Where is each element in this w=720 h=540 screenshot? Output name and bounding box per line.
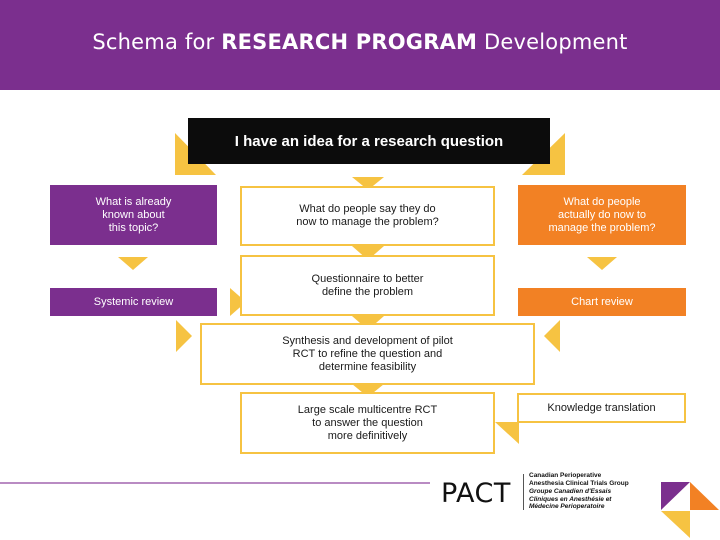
arrow-right-systemic-to-questionnaire [230,288,246,316]
title-suffix: Development [477,30,628,54]
logo-french-line3: Médecine Perioperatoire [529,503,605,510]
synthesis-box: Synthesis and development of pilot RCT t… [200,323,535,385]
arrow-down-to-questionnaire [352,246,384,260]
logo-purple-triangle [661,482,690,510]
large-scale-rct-box: Large scale multicentre RCT to answer th… [240,392,495,454]
logo-french-line1: Groupe Canadien d'Essais [529,488,612,495]
idea-box: I have an idea for a research question [188,118,550,164]
logo-yellow-triangle [661,511,690,538]
chart-review-box: Chart review [518,288,686,316]
header-banner [0,0,720,90]
questionnaire-box: Questionnaire to better define the probl… [240,255,495,316]
triangle-corner-knowledge [495,422,519,444]
footer-divider [0,482,430,484]
page-title: Schema for RESEARCH PROGRAM Development [0,30,720,54]
logo-french-line2: Cliniques en Anesthésie et [529,495,612,503]
title-prefix: Schema for [92,30,222,54]
logo-french-name: Groupe Canadien d'Essais Cliniques en An… [529,488,611,511]
known-box: What is already known about this topic? [50,185,217,245]
say-box: What do people say they do now to manage… [240,186,495,246]
arrow-down-to-say [352,177,384,190]
arrow-left-to-synthesis [544,320,560,352]
systemic-review-box: Systemic review [50,288,217,316]
knowledge-translation-box: Knowledge translation [517,393,686,423]
logo-orange-triangle [690,482,719,510]
arrow-down-to-chart [587,257,617,270]
pact-logo-icon [661,482,719,538]
arrow-down-to-systemic [118,257,148,270]
arrow-down-to-large [352,384,384,397]
logo-english-line1: Canadian Perioperative [529,472,602,479]
arrow-right-to-synthesis [176,320,192,352]
title-emphasis: RESEARCH PROGRAM [221,30,478,54]
logo-divider [523,474,524,510]
pact-logo-wordmark: PACT [441,478,511,509]
logo-english-line2: Anesthesia Clinical Trials Group [529,479,629,487]
logo-english-name: Canadian Perioperative Anesthesia Clinic… [529,472,629,487]
actually-box: What do people actually do now to manage… [518,185,686,245]
